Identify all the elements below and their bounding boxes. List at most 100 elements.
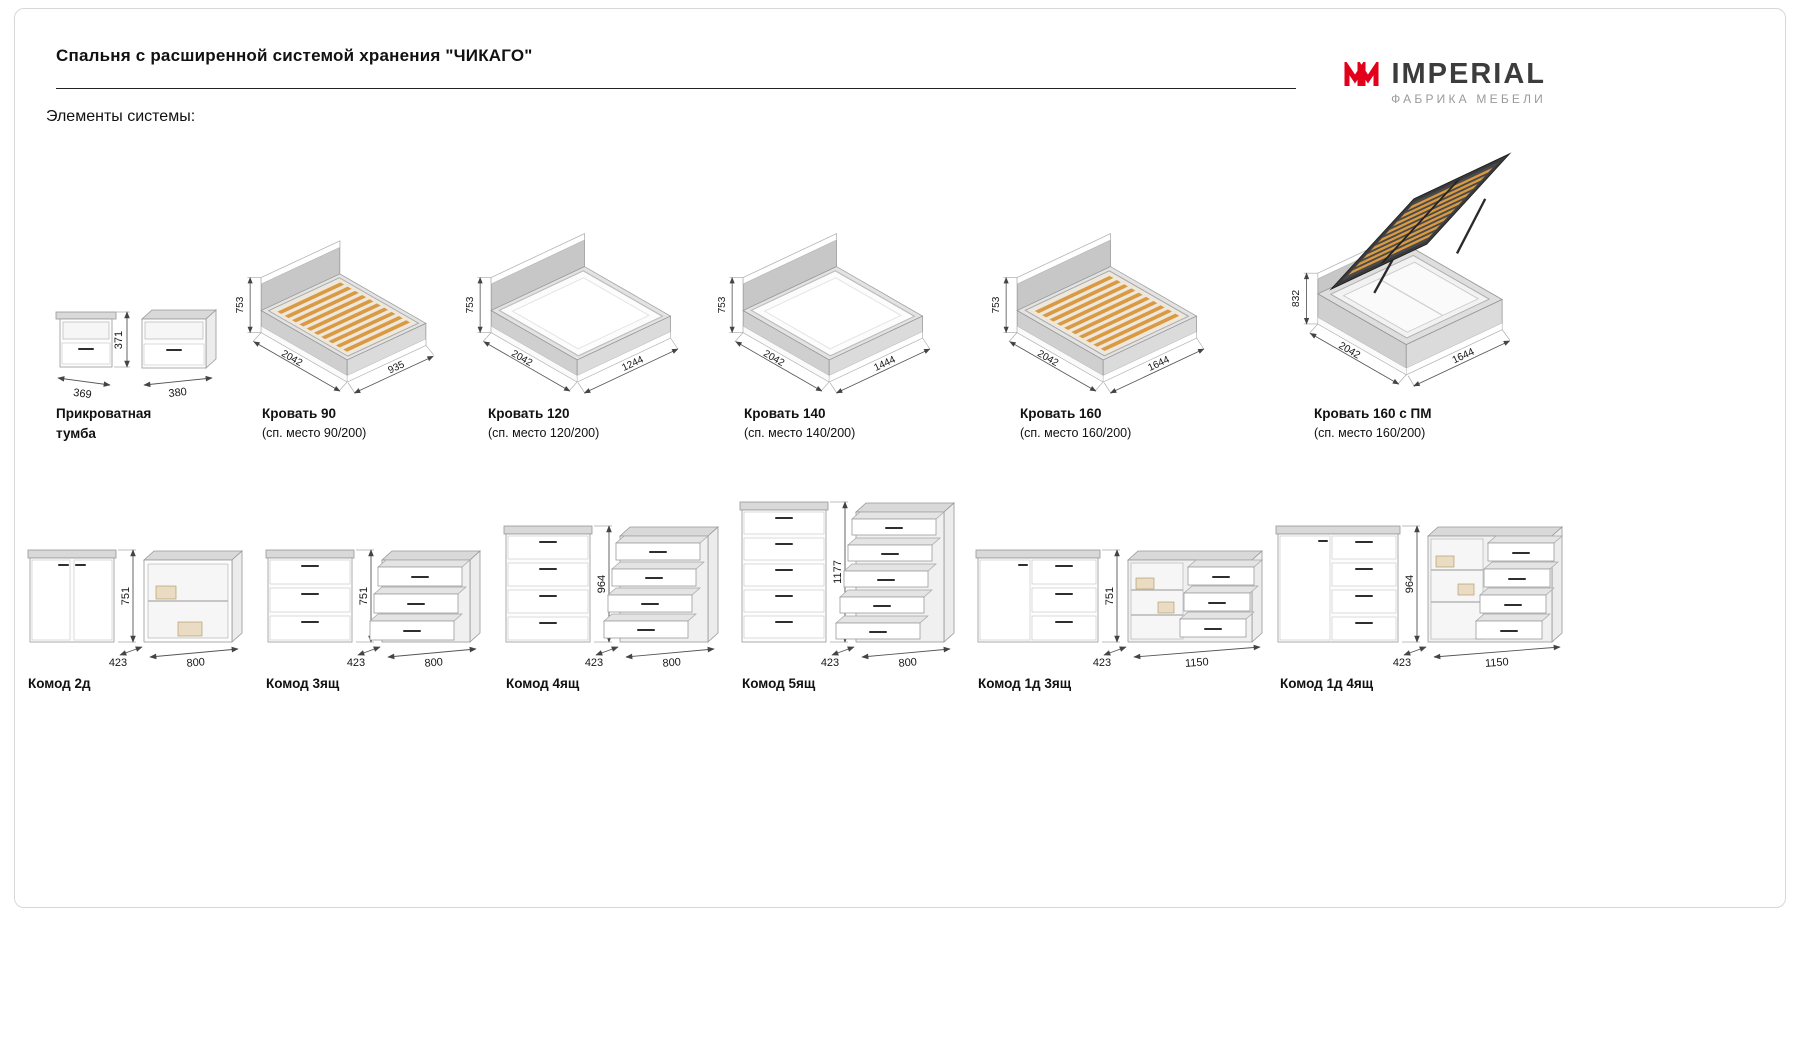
komod1d4-drawing: 964 423 1150 [1275, 525, 1564, 670]
item-name: Кровать 160 с ПМ [1314, 406, 1432, 421]
height-dim-label: 751 [1104, 587, 1116, 605]
closed-front-view [975, 549, 1101, 643]
item-name: Кровать 140 [744, 406, 826, 421]
tumba-front-view [55, 311, 117, 368]
page-frame [14, 8, 1786, 908]
storage-bed-isometric [1318, 154, 1510, 376]
komod2d-drawing: 751 423 800 [27, 549, 244, 670]
komod3-drawing: 751 423 800 [265, 549, 482, 670]
tumba-depth-label: 369 [72, 387, 92, 401]
open-perspective-view [142, 550, 244, 643]
depth-dim-label: 423 [821, 657, 839, 669]
height-dim-label: 751 [358, 587, 370, 605]
open-perspective-view [1426, 526, 1564, 643]
depth-dim-label: 423 [347, 657, 365, 669]
brand-mm-icon [1344, 61, 1379, 86]
section-subtitle: Элементы системы: [46, 108, 196, 125]
depth-dim-label: 423 [1393, 657, 1411, 669]
bed160pm-drawing: 832 2042 1644 [1284, 150, 1536, 388]
height-dim-label: 751 [120, 587, 132, 605]
closed-front-view [739, 501, 829, 643]
komod1d3-label: Комод 1д 3ящ [978, 674, 1071, 694]
item-name: Кровать 90 [262, 406, 337, 421]
bed120-label: Кровать 120 (сп. место 120/200) [488, 404, 599, 440]
item-card-bed140: 753 2042 1444 [712, 230, 950, 405]
bed160-label: Кровать 160 (сп. место 160/200) [1020, 404, 1131, 440]
width-dim-label: 1150 [1485, 656, 1509, 670]
brand-name: IMPERIAL [1391, 58, 1546, 90]
tumba-height-dimension: 371 [113, 311, 130, 368]
komod5-drawing: 1177 423 800 [739, 501, 956, 670]
komod1d4-label: Комод 1д 4ящ [1280, 674, 1373, 694]
brand-logo: IMPERIAL ФАБРИКА МЕБЕЛИ [1318, 58, 1546, 106]
item-name: Кровать 160 [1020, 406, 1102, 421]
tumba-height-label: 371 [113, 331, 125, 349]
bed140-drawing: 753 2042 1444 [717, 233, 950, 400]
item-subtitle: (сп. место 160/200) [1020, 425, 1132, 440]
item-subtitle: (сп. место 90/200) [262, 425, 367, 440]
depth-width-dimensions: 423 800 [585, 646, 715, 670]
item-card-bed120: 753 2042 1244 [460, 230, 698, 405]
item-name: Комод 4ящ [506, 676, 580, 691]
height-dimension: 751 [1102, 549, 1120, 643]
item-card-komod1d3: 751 423 1150 [974, 534, 1274, 675]
bed120-drawing: 753 2042 1244 [465, 233, 698, 400]
item-name: Прикроватная тумба [56, 406, 152, 441]
tumba-width-label: 380 [168, 386, 188, 400]
item-card-bed90: 753 2042 935 [230, 230, 468, 405]
bed140-label: Кровать 140 (сп. место 140/200) [744, 404, 855, 440]
closed-front-view [503, 525, 593, 643]
open-perspective-view [1126, 550, 1264, 643]
height-dim-label: 964 [1404, 575, 1416, 593]
item-card-komod4: 964 423 800 [502, 510, 732, 675]
item-subtitle: (сп. место 160/200) [1314, 425, 1426, 440]
closed-front-view [1275, 525, 1401, 643]
bed160-drawing: 753 2042 1644 [991, 233, 1224, 400]
item-name: Кровать 120 [488, 406, 570, 421]
item-name: Комод 1д 4ящ [1280, 676, 1374, 691]
depth-width-dimensions: 423 800 [347, 646, 477, 670]
item-subtitle: (сп. место 140/200) [744, 425, 856, 440]
komod5-label: Комод 5ящ [742, 674, 815, 694]
bed90-drawing: 753 2042 935 [235, 240, 468, 400]
height-dimension: 751 [118, 549, 136, 643]
brand-tagline: ФАБРИКА МЕБЕЛИ [1391, 92, 1546, 106]
tumba-depth-width-dimensions: 369 380 [57, 375, 213, 401]
bed160pm-label: Кровать 160 с ПМ (сп. место 160/200) [1314, 404, 1432, 440]
item-card-bed160: 753 2042 1644 [986, 230, 1224, 405]
page-title: Спальня с расширенной системой хранения … [56, 46, 533, 65]
depth-dim-label: 423 [585, 657, 603, 669]
item-name: Комод 2д [28, 676, 91, 691]
komod1d3-drawing: 751 423 1150 [975, 549, 1264, 670]
height-dimension: 964 [1402, 525, 1420, 643]
komod3-label: Комод 3ящ [266, 674, 339, 694]
height-dim-label: 832 [1291, 290, 1302, 307]
open-perspective-view [603, 526, 720, 643]
item-card-tumba: 371 369 380 [50, 288, 265, 407]
height-dim-label: 753 [991, 296, 1002, 313]
bed90-label: Кровать 90 (сп. место 90/200) [262, 404, 366, 440]
height-dim-label: 1177 [832, 560, 844, 584]
tumba-label: Прикроватная тумба [56, 404, 186, 443]
tumba-perspective-view [140, 309, 218, 369]
tumba-drawing: 371 369 380 [55, 309, 218, 401]
depth-width-dimensions: 423 1150 [1093, 644, 1261, 670]
height-dim-label: 753 [465, 296, 476, 313]
depth-dim-label: 423 [109, 657, 127, 669]
item-card-komod5: 1177 423 800 [738, 486, 968, 675]
closed-front-view [27, 549, 117, 643]
height-dim-label: 753 [235, 296, 246, 313]
item-name: Комод 1д 3ящ [978, 676, 1072, 691]
width-dim-label: 800 [662, 656, 681, 670]
width-dim-label: 800 [424, 656, 443, 670]
open-perspective-view [835, 502, 956, 643]
closed-front-view [265, 549, 355, 643]
item-name: Комод 3ящ [266, 676, 340, 691]
depth-width-dimensions: 423 800 [821, 646, 951, 670]
width-dim-label: 800 [898, 656, 917, 670]
item-name: Комод 5ящ [742, 676, 816, 691]
height-dim-label: 753 [717, 296, 728, 313]
komod4-drawing: 964 423 800 [503, 525, 720, 670]
title-rule [56, 88, 1296, 89]
depth-width-dimensions: 423 1150 [1393, 644, 1561, 670]
